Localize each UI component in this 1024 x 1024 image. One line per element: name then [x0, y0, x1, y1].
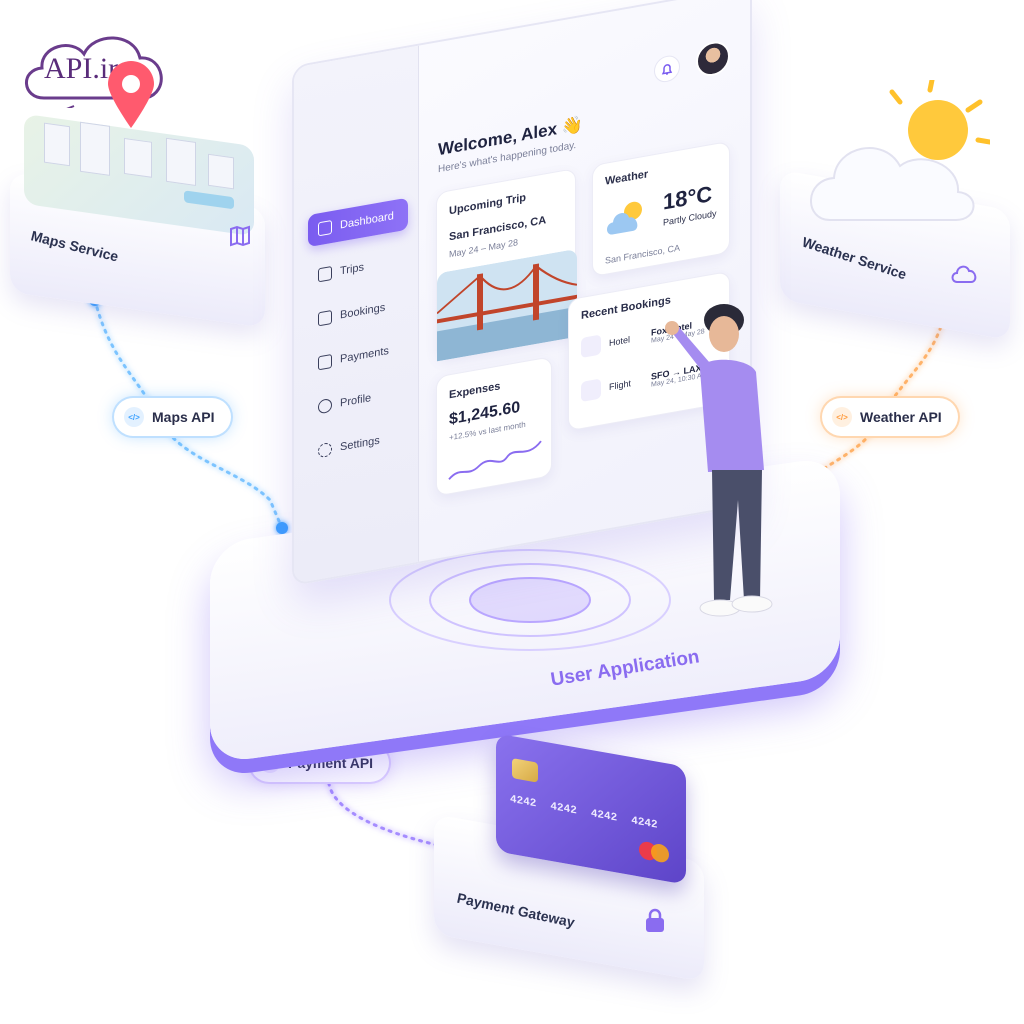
user-application-platform: User Application: [210, 455, 840, 765]
sidebar: Dashboard Trips Bookings Payments Profil…: [294, 45, 419, 584]
person-figure: [665, 304, 773, 617]
sidebar-item-settings[interactable]: Settings: [308, 420, 408, 470]
sidebar-item-profile[interactable]: Profile: [308, 376, 408, 426]
mastercard-logo-icon: [639, 841, 669, 863]
wallet-icon: [318, 353, 332, 371]
expenses-sparkline: [448, 440, 542, 480]
code-icon: </>: [124, 407, 144, 427]
avatar[interactable]: [696, 38, 730, 79]
map-icon: [230, 225, 250, 247]
credit-card: 4242 4242 4242 4242: [496, 733, 686, 885]
waving-hand-icon: 👋: [561, 114, 583, 138]
sidebar-item-dashboard[interactable]: Dashboard: [308, 197, 408, 248]
code-icon: </>: [832, 407, 852, 427]
payment-api-pill[interactable]: </> Payment API: [250, 744, 390, 782]
bell-icon: [661, 64, 673, 75]
building-icon: [581, 334, 601, 359]
ripple-rings: [389, 549, 671, 651]
sidebar-item-payments[interactable]: Payments: [308, 332, 408, 382]
payment-gateway-block: 4242 4242 4242 4242 Payment Gateway: [430, 733, 710, 982]
sidebar-item-trips[interactable]: Trips: [308, 244, 408, 294]
card-number: 4242 4242 4242 4242: [510, 793, 658, 832]
user-icon: [318, 397, 332, 415]
maps-service-block: Maps Service: [10, 61, 265, 328]
airplane-icon: [581, 378, 601, 403]
expenses-card[interactable]: Expenses $1,245.60 +12.5% vs last month: [436, 356, 552, 497]
lock-icon: [646, 908, 664, 932]
payment-api-label: Payment API: [288, 755, 374, 771]
code-icon: </>: [260, 753, 280, 773]
cloud-icon: [951, 265, 977, 283]
partly-cloudy-icon: [607, 201, 642, 235]
golden-gate-bridge-image: [437, 250, 577, 362]
grid-icon: [318, 219, 332, 237]
notification-bell-button[interactable]: [654, 53, 680, 85]
sun-cloud-icon: [810, 80, 990, 221]
calendar-icon: [318, 309, 332, 327]
suitcase-icon: [318, 265, 332, 283]
maps-api-pill[interactable]: </> Maps API: [114, 398, 231, 436]
map-pin-icon: [108, 61, 154, 128]
weather-card[interactable]: Weather 18°C Partly Cloudy San Francisco…: [592, 140, 730, 278]
maps-api-label: Maps API: [152, 409, 215, 425]
sidebar-item-bookings[interactable]: Bookings: [308, 288, 408, 338]
logo-text: API.ir: [44, 52, 119, 85]
chip-icon: [512, 758, 538, 783]
gear-icon: [318, 441, 332, 459]
weather-api-label: Weather API: [860, 409, 942, 425]
upcoming-trip-card[interactable]: Upcoming Trip San Francisco, CA May 24 –…: [436, 167, 577, 362]
weather-api-pill[interactable]: </> Weather API: [822, 398, 958, 436]
dashboard-screen: Dashboard Trips Bookings Payments Profil…: [292, 0, 752, 587]
weather-service-block: Weather Service: [780, 80, 1010, 341]
